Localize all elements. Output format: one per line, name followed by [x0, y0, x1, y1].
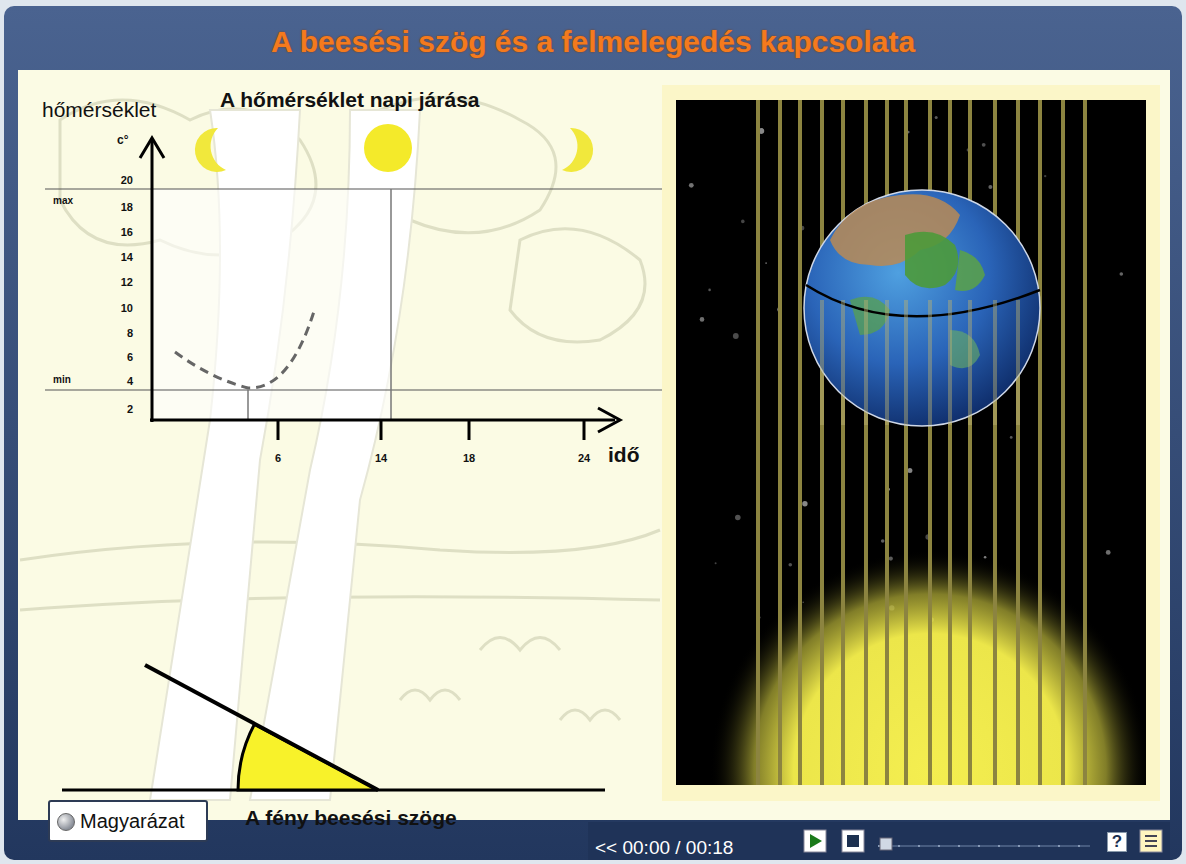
min-time-line: [247, 390, 249, 420]
y-tick: 10: [121, 302, 133, 314]
sun-ray: [993, 100, 997, 785]
sun-ray: [841, 100, 845, 785]
sun-rays: [820, 300, 1020, 425]
sun-ray: [820, 300, 824, 425]
explanation-button: Magyarázat: [48, 800, 208, 842]
star: [789, 563, 793, 567]
y-tick: 18: [121, 201, 133, 213]
axes: [140, 138, 620, 440]
chart-title: A hőmérséklet napi járása: [220, 88, 480, 111]
sun-ray: [798, 100, 802, 785]
light-ray-line: [145, 665, 378, 790]
sun-ray: [885, 300, 889, 425]
y-tick: 12: [121, 276, 133, 288]
sun-ray: [756, 100, 760, 785]
slider-track: [878, 845, 1090, 847]
sun-ray: [928, 300, 932, 425]
sun-ray: [1016, 300, 1020, 425]
star: [1044, 175, 1046, 177]
time-display: << 00:00 / 00:18: [595, 838, 733, 859]
moon-icon: [562, 128, 593, 172]
star: [735, 515, 741, 521]
sun-ray: [1061, 100, 1065, 785]
figure-caption: A fény beesési szöge: [245, 806, 457, 829]
star: [733, 333, 739, 339]
y-tick: 8: [127, 327, 133, 339]
list-button: [1140, 830, 1162, 852]
stop-icon: [847, 835, 859, 847]
list-icon: [1145, 836, 1157, 846]
max-time-line: [390, 189, 392, 420]
min-line: [45, 389, 672, 390]
star: [708, 289, 711, 292]
control-bar: [588, 822, 1170, 860]
star: [907, 468, 912, 473]
min-label: min: [53, 374, 71, 385]
help-button: ?: [1107, 832, 1127, 853]
sun-ray: [778, 100, 782, 785]
axis-title: idő: [608, 443, 640, 466]
sun-ray: [1083, 100, 1087, 785]
y-tick: 20: [121, 174, 133, 186]
play-button: [804, 830, 826, 852]
x-tick: 24: [578, 452, 590, 464]
sun-ray: [1038, 100, 1042, 785]
star: [765, 262, 767, 264]
button-text: Magyarázat: [80, 810, 185, 833]
moon-icon: [195, 128, 226, 172]
y-tick: 6: [127, 351, 133, 363]
star: [741, 220, 745, 224]
play-icon: [810, 834, 822, 848]
y-tick: 16: [121, 226, 133, 238]
x-tick: 14: [375, 452, 387, 464]
star: [982, 143, 986, 147]
button-icon: [57, 813, 75, 831]
star: [802, 501, 807, 506]
earth-globe: [804, 190, 1040, 426]
stop-button: [842, 830, 864, 852]
sun-ray: [864, 300, 868, 425]
sun-ray: [948, 300, 952, 425]
x-tick: 18: [463, 452, 475, 464]
chart-area: [152, 189, 391, 420]
y-tick: 14: [121, 251, 133, 263]
star: [1106, 550, 1111, 555]
sun-rays: [756, 100, 1087, 785]
star: [715, 562, 717, 564]
star: [689, 183, 694, 188]
star: [881, 539, 885, 543]
temperature-curve: [175, 308, 315, 388]
sun-ray: [968, 300, 972, 425]
y-tick: 2: [127, 403, 133, 415]
max-line: [45, 188, 672, 189]
x-tick: 6: [275, 452, 281, 464]
sun-ray: [1016, 100, 1020, 785]
star: [1120, 272, 1124, 276]
unit-label: c°: [117, 134, 128, 147]
y-tick: 4: [127, 375, 133, 387]
axis-title: hőmérséklet: [42, 98, 156, 121]
sun-ray: [904, 300, 908, 425]
sun-icon: [364, 124, 412, 172]
star: [700, 317, 705, 322]
star: [1010, 436, 1013, 439]
slider-thumb: [880, 838, 892, 850]
max-label: max: [53, 195, 73, 206]
page-title: A beesési szög és a felmelegedés kapcsol…: [271, 25, 915, 58]
star: [935, 116, 938, 119]
slider-track: [878, 846, 1090, 847]
sun-ray: [993, 300, 997, 425]
sun-ray: [841, 300, 845, 425]
star: [988, 185, 992, 189]
sun-ray: [820, 100, 824, 785]
